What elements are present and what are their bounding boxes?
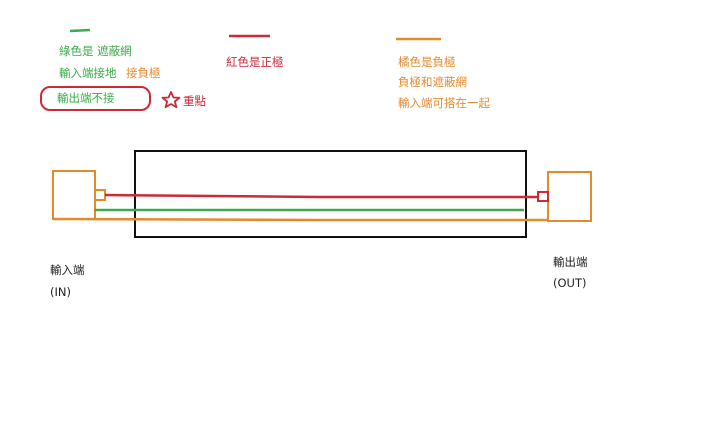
orange-legend-line3: 輸入端可搭在一起 xyxy=(398,96,490,110)
key-note-label: 重點 xyxy=(183,94,206,108)
orange-legend-line1: 橘色是負極 xyxy=(398,55,456,69)
green-legend-line2-negative: 接負極 xyxy=(126,66,161,80)
green-legend-line1: 綠色是 遮蔽網 xyxy=(59,44,132,58)
output-terminal-sub: (OUT) xyxy=(553,276,587,290)
red-positive-wire xyxy=(104,193,538,199)
input-terminal-box xyxy=(52,170,96,220)
green-legend-swatch xyxy=(69,28,91,33)
input-terminal-label: 輸入端 xyxy=(50,263,85,277)
output-terminal-small-square xyxy=(537,191,549,202)
orange-legend-line2: 負極和遮蔽網 xyxy=(398,75,467,89)
input-terminal-small-square xyxy=(94,189,106,201)
output-terminal-box xyxy=(547,171,592,222)
input-terminal-sub: (IN) xyxy=(50,285,71,299)
orange-negative-wire xyxy=(52,217,548,222)
output-terminal-label: 輸出端 xyxy=(553,255,588,269)
green-legend-line2: 輸入端接地 xyxy=(59,66,117,80)
green-legend-line3: 輸出端不接 xyxy=(57,91,115,105)
star-icon xyxy=(161,91,181,109)
red-legend-line1: 紅色是正極 xyxy=(226,55,284,69)
key-note-highlight xyxy=(40,86,151,111)
cable-body xyxy=(134,150,527,238)
